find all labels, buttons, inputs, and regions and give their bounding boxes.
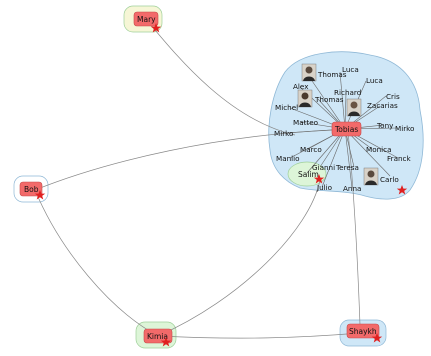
person-label-teresa[interactable]: Teresa bbox=[335, 163, 359, 172]
node-label-bob: Bob bbox=[24, 185, 39, 194]
person-photo-icon[interactable] bbox=[346, 98, 362, 117]
person-photo-icon[interactable] bbox=[301, 63, 317, 82]
person-label-thomas[interactable]: Thomas bbox=[314, 95, 344, 104]
star-icon bbox=[160, 337, 172, 347]
person-label-anna[interactable]: Anna bbox=[343, 184, 361, 193]
node-bob[interactable]: Bob bbox=[19, 181, 43, 197]
person-label-matteo[interactable]: Matteo bbox=[293, 118, 318, 127]
star-icon bbox=[34, 190, 46, 200]
node-tobias[interactable]: Tobias bbox=[331, 121, 362, 137]
salim-bubble bbox=[287, 161, 327, 187]
person-label-cris[interactable]: Cris bbox=[386, 92, 400, 101]
person-label-mirko[interactable]: Mirko bbox=[395, 124, 414, 133]
person-label-luca[interactable]: Luca bbox=[342, 65, 359, 74]
person-label-zacarias[interactable]: Zacarias bbox=[367, 101, 398, 110]
node-kimia[interactable]: Kimia bbox=[143, 328, 173, 344]
star-icon bbox=[313, 174, 325, 184]
person-label-gianni[interactable]: Gianni bbox=[312, 163, 335, 172]
person-label-tony[interactable]: Tony bbox=[376, 121, 394, 130]
person-label-michel[interactable]: Michel bbox=[275, 103, 298, 112]
node-label-kimia: Kimia bbox=[147, 332, 168, 341]
person-label-julio[interactable]: Julio bbox=[316, 183, 332, 192]
person-label-richard[interactable]: Richard bbox=[334, 88, 361, 97]
person-photo-icon[interactable] bbox=[297, 89, 313, 108]
person-label-alex[interactable]: Alex bbox=[293, 82, 309, 91]
person-label-mirko[interactable]: Mirko bbox=[274, 129, 293, 138]
person-label-manlio[interactable]: Manlio bbox=[276, 154, 300, 163]
node-mary[interactable]: Mary bbox=[133, 11, 159, 27]
node-label-salim[interactable]: Salim bbox=[298, 170, 319, 179]
person-label-carlo[interactable]: Carlo bbox=[380, 175, 399, 184]
person-photo-icon[interactable] bbox=[363, 167, 379, 186]
star-icon bbox=[150, 23, 162, 33]
person-label-luca[interactable]: Luca bbox=[366, 76, 383, 85]
node-label-shaykh: Shaykh bbox=[349, 327, 377, 336]
node-label-tobias: Tobias bbox=[334, 125, 358, 134]
person-label-thomas[interactable]: Thomas bbox=[317, 70, 347, 79]
person-label-franck[interactable]: Franck bbox=[387, 154, 411, 163]
star-icon bbox=[371, 333, 383, 343]
person-label-monica[interactable]: Monica bbox=[366, 145, 392, 154]
node-shaykh[interactable]: Shaykh bbox=[346, 323, 380, 339]
star-icon bbox=[396, 185, 408, 195]
node-label-mary: Mary bbox=[137, 15, 156, 24]
person-label-marco[interactable]: Marco bbox=[300, 145, 322, 154]
